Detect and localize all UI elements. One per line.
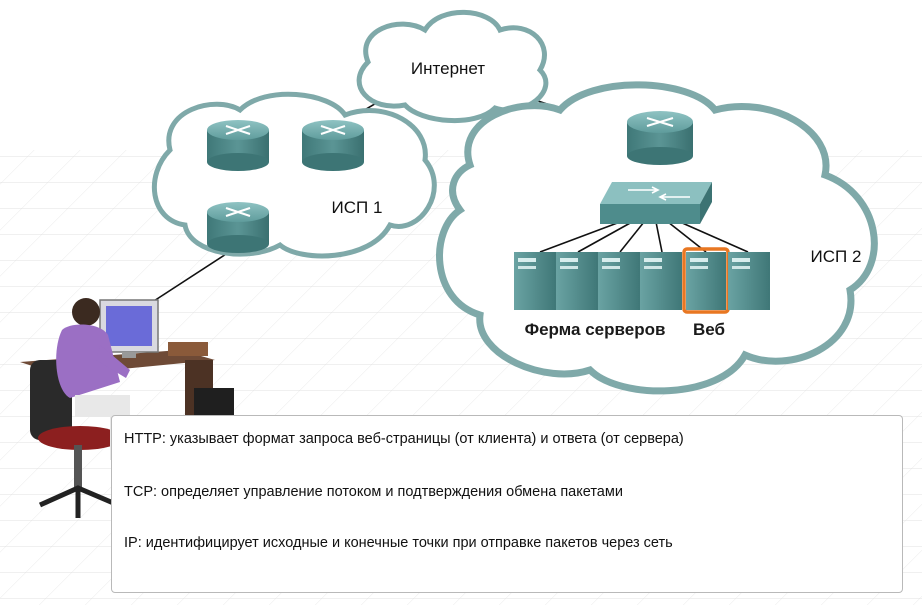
server-2: [556, 252, 598, 310]
router-isp1-b: [302, 120, 364, 171]
isp1-label: ИСП 1: [332, 198, 383, 217]
internet-label: Интернет: [411, 59, 485, 78]
router-isp1-a: [207, 120, 269, 171]
server-1: [514, 252, 556, 310]
web-server: [682, 247, 730, 314]
isp2-cloud: ИСП 2: [436, 81, 878, 395]
server-3: [598, 252, 640, 310]
server-farm-label: Ферма серверов: [525, 320, 666, 339]
server-farm: Ферма серверов Веб: [514, 247, 770, 339]
isp2-label: ИСП 2: [811, 247, 862, 266]
server-6: [728, 252, 770, 310]
web-label: Веб: [693, 320, 725, 339]
router-isp1-c: [207, 202, 269, 253]
router-isp2: [627, 111, 693, 165]
legend-tcp: TCP: определяет управление потоком и под…: [124, 484, 623, 500]
server-4: [640, 252, 682, 310]
protocol-legend: HTTP: указывает формат запроса веб-стран…: [111, 415, 903, 593]
legend-http: HTTP: указывает формат запроса веб-стран…: [124, 431, 684, 447]
legend-ip: IP: идентифицирует исходные и конечные т…: [124, 535, 673, 551]
switch-isp2: [600, 182, 712, 224]
switch-icon: [628, 186, 690, 201]
internet-cloud: Интернет: [356, 9, 549, 124]
switch-server-links: [539, 221, 749, 253]
